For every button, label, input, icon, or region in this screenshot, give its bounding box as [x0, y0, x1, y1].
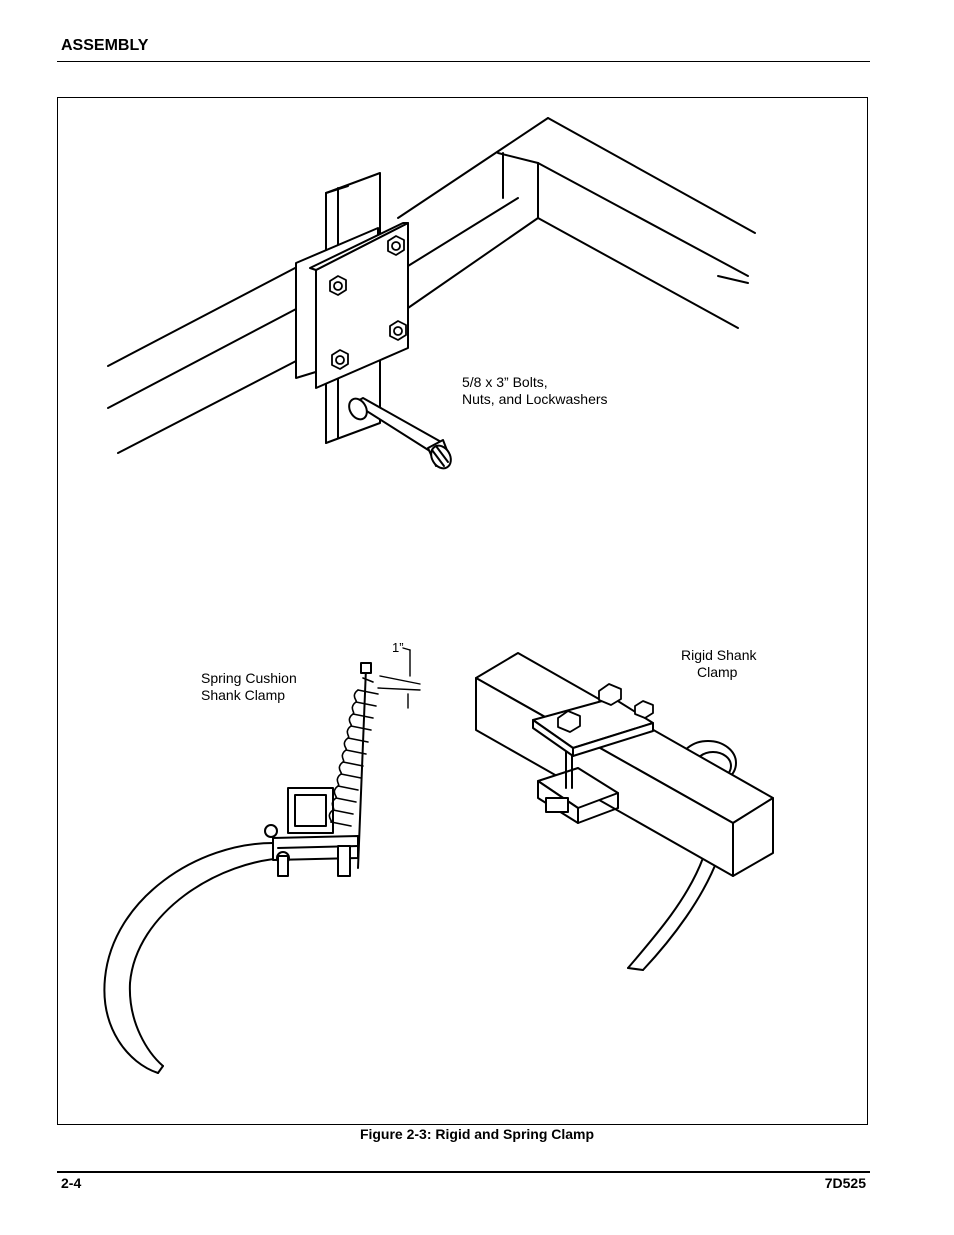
rigid-clamp-label-line1: Rigid Shank: [681, 647, 757, 663]
footer-rule: [57, 1171, 870, 1173]
rigid-clamp-label-line2: Clamp: [697, 664, 738, 680]
section-title: ASSEMBLY: [61, 37, 149, 54]
rigid-shank-clamp-drawing: [475, 652, 774, 971]
clamp-plates: [295, 222, 409, 389]
bolts-label-line2: Nuts, and Lockwashers: [462, 391, 608, 407]
page-number: 2-4: [61, 1175, 82, 1191]
spring-cushion-clamp-drawing: [103, 647, 421, 1074]
figure-caption: Figure 2-3: Rigid and Spring Clamp: [359, 1126, 595, 1142]
toolbar-frame-drawing: [107, 117, 756, 454]
assembly-illustration: [103, 117, 774, 1074]
spring-clamp-label-line1: Spring Cushion: [201, 670, 297, 686]
document-number: 7D525: [824, 1175, 866, 1191]
figure-frame: 5/8 x 3” Bolts, Nuts, and Lockwashers 1”…: [57, 97, 868, 1125]
bolts-label-line1: 5/8 x 3” Bolts,: [462, 374, 548, 390]
dimension-label: 1”: [392, 640, 404, 655]
bolt-stud: [348, 397, 452, 470]
spring-clamp-label-line2: Shank Clamp: [201, 687, 286, 703]
header-rule: [57, 61, 870, 62]
